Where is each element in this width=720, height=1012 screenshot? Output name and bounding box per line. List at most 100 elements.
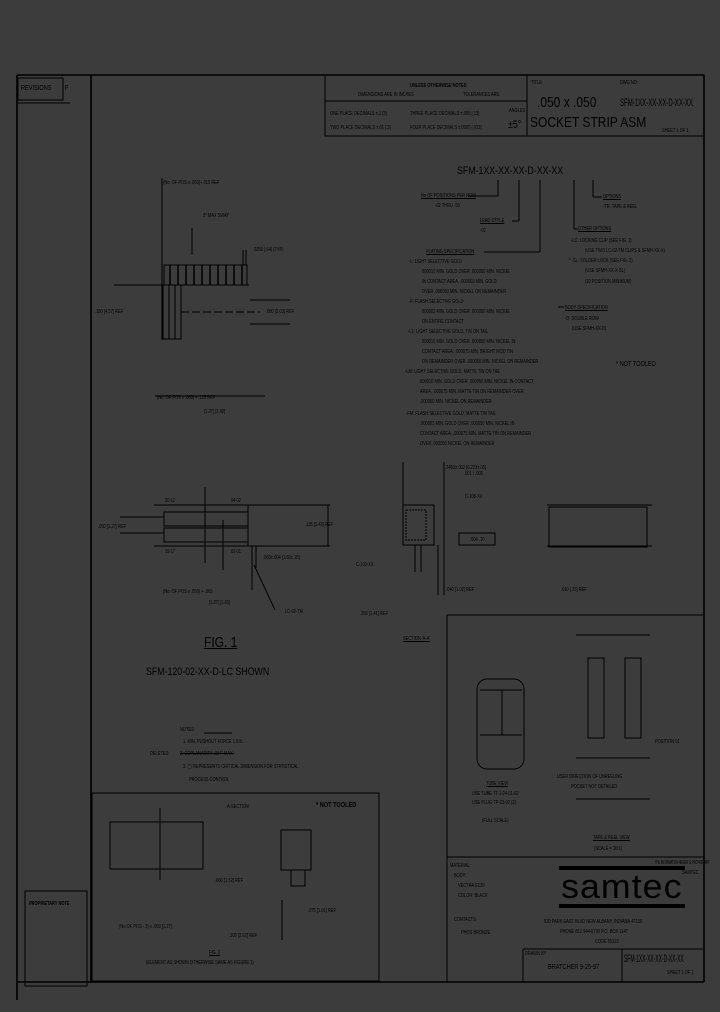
other-option: -LC: LOCKING CLIP (SEE FIG. 1) [571,238,632,244]
fig1-dim-bottom: (No. OF POS x .050) + .065 [163,589,213,595]
height-ref-dim: .135 [3.43] REF [305,522,334,528]
dwg-no-label: DWG NO: [620,80,638,86]
fig2-width-dim: .075 [1.91] REF [308,908,337,914]
plating-line: ON ENTIRE CONTACT [422,319,464,325]
plating-title: PLATING SPECIFICATION [426,249,475,255]
other-option: (USE SFMH-XX-X-SL) [585,268,626,274]
plating-line: -L: LIGHT SELECTIVE GOLD [409,259,463,265]
note-item: 1. MIN. PUSHOUT FORCE 1.5 lb. [183,739,244,745]
proprietary-note: PROPRIETARY NOTE [29,901,70,907]
body-spec-title: BODY SPECIFICATION [565,305,608,311]
right-ref-dim: .080 [2.03] REF [266,309,295,315]
note-item: 3. ◯ REPRESENTS CRITICAL DIMENSION FOR S… [183,764,299,770]
pos-label: 19 17 [165,549,176,555]
tube-line: USE TUBE TT-1-24-01-02 [472,791,519,797]
tape-reel-title: TAPE & REEL VIEW [593,835,630,841]
plating-line: OVER .000050 MIN. NICKEL ON REMAINDER [422,289,507,295]
tube-line: USE PLUG TP-23-02 (2) [472,800,516,806]
other-option: (10 POSITION MINIMUM) [585,279,632,285]
unreel-direction: USER DIRECTION OF UNREELING [557,774,623,780]
plating-line: 000010 MIN. GOLD OVER .000050 MIN. NICKE… [420,379,534,385]
body-label: BODY: [454,873,467,879]
footer-dwg-no: SFM-1XX-XX-XX-D-XX-XX [624,953,684,965]
fig1-subtitle: SFM-120-02-XX-D-LC SHOWN [146,666,270,678]
plating-line: IN CONTACT AREA, .000003 MIN. GOLD [422,279,497,285]
dim-bottom: (No. OF POS x .050) + .115 REF [157,395,216,401]
fig2-pos-dim: (No OF POS - 3) x .050 [1.27] [119,924,172,930]
fig2-label: FIG. 2 [209,950,221,956]
section-dim-3: .010 [.25] REF [561,587,587,593]
sheet-border [16,74,705,1000]
fig2-section-label: A-SECTION [227,804,249,810]
two-place-tol: TWO PLACE DECIMALS ±.01 [.3] [330,125,391,131]
company-phone: PHONE 812 944-6733 P.O. BOX 1147 [560,929,628,935]
tail-dim: .065±.004 [1.65±.10] [263,555,300,561]
tube-view-title: TUBE VIEW [486,781,509,787]
dwg-no: SFM-1XX-XX-XX-D-XX-XX [620,97,693,109]
samtec-logo: samtec [559,866,685,908]
pos-label: 20 12 [165,498,176,504]
sway-note: 2° MAX SWAY [203,213,230,219]
plating-line: -FM: FLASH SELECTIVE GOLD, MATTE TIN TAI… [406,411,496,417]
footer-sheet: SHEET 1 OF 1 [667,970,694,976]
drawn-by: BRATCHER 9-25-97 [548,964,600,971]
plating-line: -LM: LIGHT SELECTIVE GOLD, MATTE TIN ON … [405,369,501,375]
full-scale: (FULL SCALE) [482,818,509,824]
plating-line: CONTACT AREA, .000075 MIN. BRIGHT MOD TI… [422,349,514,355]
contacts-label: CONTACTS: [454,917,477,923]
dim-bottom-mm: [1.27] [2.92] [204,409,226,415]
proprietary-box [24,890,88,987]
tape-reel-scale: (SCALE = 10:1) [594,846,623,852]
pitch-dim: .0250 [.64] (TYP) [253,247,284,253]
plating-line: .000050 MIN. NICKEL ON REMAINDER [420,399,492,405]
plating-line: .000003 MIN. GOLD OVER .000050 MIN. NICK… [420,421,515,427]
part-number: SFM-1XX-XX-XX-D-XX-XX [457,165,564,177]
fig2-subtitle: (ELEMENT AS SHOWN OTHERWISE SAME AS FIGU… [146,960,254,966]
revisions-label: REVISIONS [21,85,52,92]
company-address: 520 PARK EAST BLVD NEW ALBANY, INDIANA 4… [544,919,643,925]
not-tooled-note: * NOT TOOLED [616,361,656,368]
deleted-mark: DELETED [150,751,169,757]
body-material: VECTRA E130 [458,883,485,889]
lead-style-title: LEAD STYLE [480,218,505,224]
position-01: POSITION 01 [655,739,680,745]
pos-label: 03 01 [231,549,242,555]
part-number-leaders [468,180,602,308]
plating-line: OVER .000050 NICKEL ON REMAINDER [420,441,495,447]
fig1-drawing [120,487,330,734]
section-label: SECTION 'A-A' [403,636,431,642]
top-view-drawing [114,178,290,397]
options-title: OPTIONS [603,194,622,200]
fig1-dim-bottom-mm: [1.27] [1.65] [209,600,231,606]
body-spec: -D: DOUBLE ROW [565,316,599,322]
three-place-tol: THREE PLACE DECIMALS ±.005 [.13] [410,111,480,117]
company-code: CODE 55322 [595,939,619,945]
contacts-material: PHOS BRONZE [461,930,491,936]
plating-line: AREA, .000075 MIN. MATTE TIN ON REMAINDE… [420,389,524,395]
positions-title: No OF POSITIONS PER ROW [421,193,476,199]
fig1-label: FIG. 1 [204,634,238,651]
pos-label: 04 02 [231,498,242,504]
section-width-tol: .001 / .005 [464,471,483,477]
contact-mark-2: C-103-XX [356,562,374,568]
plating-line: 000010 MIN. GOLD OVER .000050 MIN. NICKE… [422,269,511,275]
fig2-box [91,792,380,982]
plating-line: CONTACT AREA, .000075 MIN. MATTE TIN ON … [420,431,532,437]
proprietary-small: THE INFORMATION HEREIN IS PROPRIETARY [655,860,710,866]
section-view-drawing [402,462,652,595]
other-options-title: OTHER OPTIONS [578,226,612,232]
pocket-note: POCKET NOT DETAILED [571,784,618,790]
body-color: COLOR: BLACK [458,893,488,899]
unless-noted: UNLESS OTHERWISE NOTED [410,83,467,89]
angles-label: ANGLES [509,108,526,114]
positions-range: -02 THRU -50 [435,203,460,209]
contact-mark-1: C-108-XX [465,494,483,500]
title-block-lines [324,74,705,137]
row-pitch-dim: .050 [1.27] REF [98,524,127,530]
four-place-tol: FOUR PLACE DECIMALS ±.0005 [.013] [410,125,482,131]
drawn-by-label: DRAWN BY [525,951,547,957]
one-place-tol: ONE PLACE DECIMALS ±.1 [3] [330,111,387,117]
section-width-dim: .2450±.002 [6.223±.05] [445,465,487,471]
options-value: -TR: TAPE & REEL [603,204,638,210]
